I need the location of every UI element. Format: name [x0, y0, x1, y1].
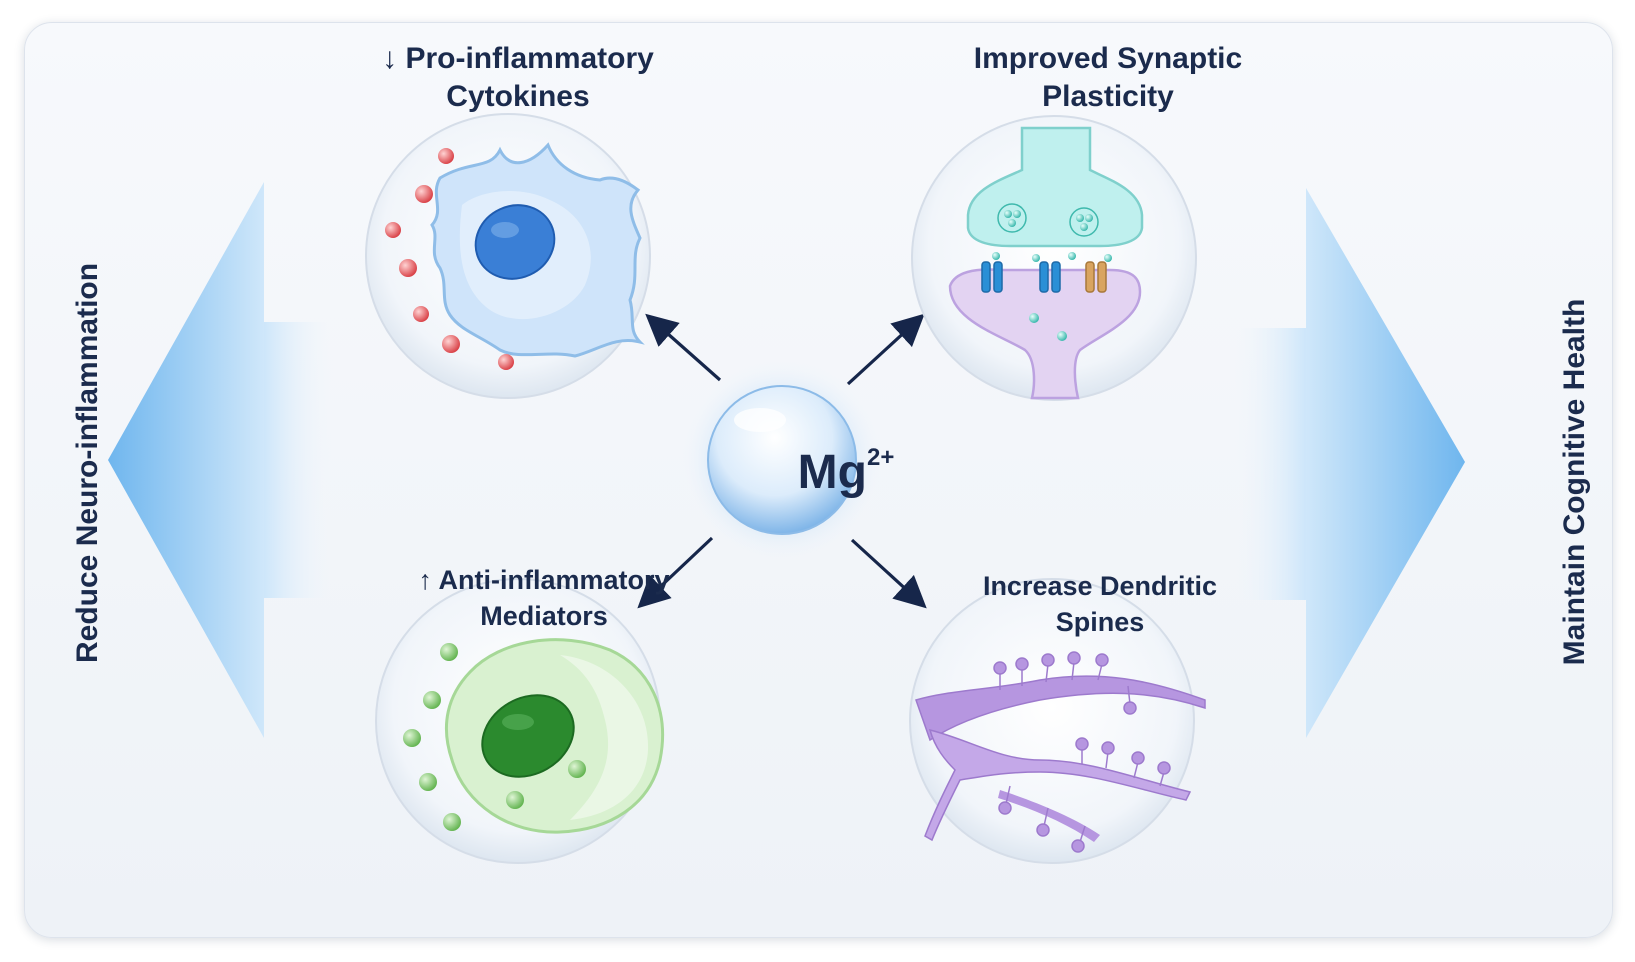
arrow-to-plasticity — [846, 313, 925, 386]
right-big-arrow — [1232, 188, 1465, 738]
label-maintain-cognitive-health: Maintain Cognitive Health — [1558, 298, 1591, 666]
dendritic-spines — [993, 651, 1171, 853]
mg-charge: 2+ — [866, 444, 895, 471]
arrow-to-cytokines — [645, 313, 722, 382]
dendrite-illustration — [909, 578, 1206, 864]
mediator-particles — [403, 643, 586, 831]
synapse-illustration — [911, 115, 1197, 401]
mg-ion-label: Mg2+ — [766, 444, 926, 500]
mg-symbol: Mg — [797, 446, 867, 499]
mediator-cell-illustration — [375, 578, 665, 864]
label-synaptic-plasticity: Improved Synaptic Plasticity — [973, 42, 1243, 113]
connector-arrows — [637, 313, 927, 609]
label-dendritic-spines: Increase Dendritic Spines — [982, 571, 1218, 637]
label-pro-inflammatory: ↓ Pro-inflammatory Cytokines — [382, 42, 654, 113]
arrow-to-spines — [850, 538, 927, 609]
label-anti-inflammatory: ↑ Anti-inflammatory Mediators — [418, 565, 670, 631]
left-big-arrow — [108, 182, 334, 738]
cytokine-particles — [385, 148, 514, 370]
arrow-to-mediators — [637, 536, 714, 609]
label-reduce-neuroinflammation: Reduce Neuro-inflammation — [71, 262, 104, 663]
mg-ion-sphere — [682, 360, 882, 560]
cytokine-cell-illustration — [365, 113, 651, 399]
